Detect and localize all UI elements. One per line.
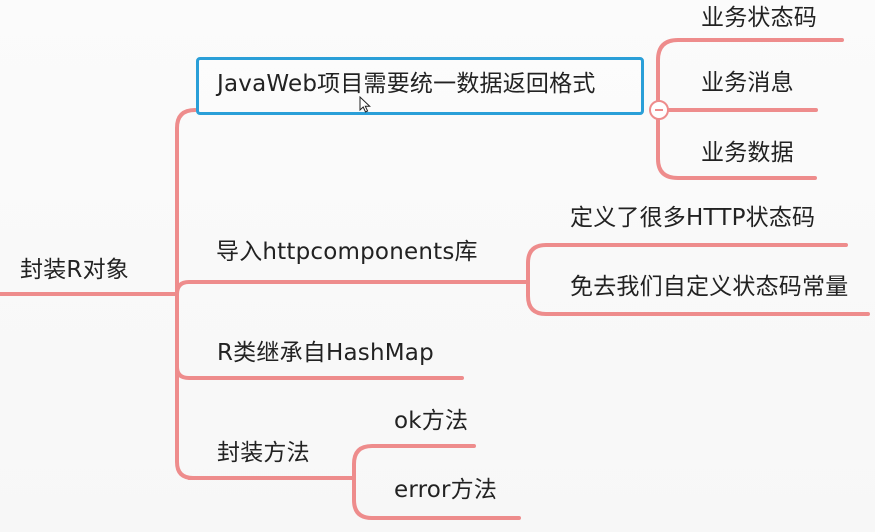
branch-hashmap-underline — [175, 365, 464, 380]
topic-no-custom-constants[interactable]: 免去我们自定义状态码常量 — [570, 274, 849, 300]
topic-ok-method[interactable]: ok方法 — [394, 408, 469, 434]
connector-child-error — [352, 476, 521, 520]
trunk-connector-lower — [175, 292, 195, 480]
topic-error-method[interactable]: error方法 — [394, 477, 498, 503]
topic-wrap-methods[interactable]: 封装方法 — [217, 440, 310, 466]
topic-business-message[interactable]: 业务消息 — [701, 70, 794, 96]
connector-child-no-constants — [526, 280, 870, 316]
topic-http-status-codes[interactable]: 定义了很多HTTP状态码 — [570, 205, 816, 231]
connector-child-status-code — [656, 38, 844, 112]
trunk-connector — [175, 108, 197, 296]
collapse-toggle-icon[interactable] — [649, 100, 669, 120]
topic-import-httpcomponents[interactable]: 导入httpcomponents库 — [216, 239, 478, 265]
selected-topic-frame[interactable] — [196, 57, 644, 115]
connector-child-data — [656, 108, 817, 180]
connector-branch4-children — [352, 444, 476, 480]
topic-r-extends-hashmap[interactable]: R类继承自HashMap — [217, 340, 434, 366]
connector-child-http-status — [526, 243, 848, 284]
mouse-cursor-icon — [359, 96, 371, 113]
topic-business-status-code[interactable]: 业务状态码 — [701, 5, 817, 31]
root-topic[interactable]: 封装R对象 — [20, 257, 129, 283]
topic-business-data[interactable]: 业务数据 — [701, 140, 794, 166]
topic-unified-response-format[interactable]: JavaWeb项目需要统一数据返回格式 — [217, 71, 596, 97]
branch-httpcomponents-underline — [175, 280, 522, 296]
